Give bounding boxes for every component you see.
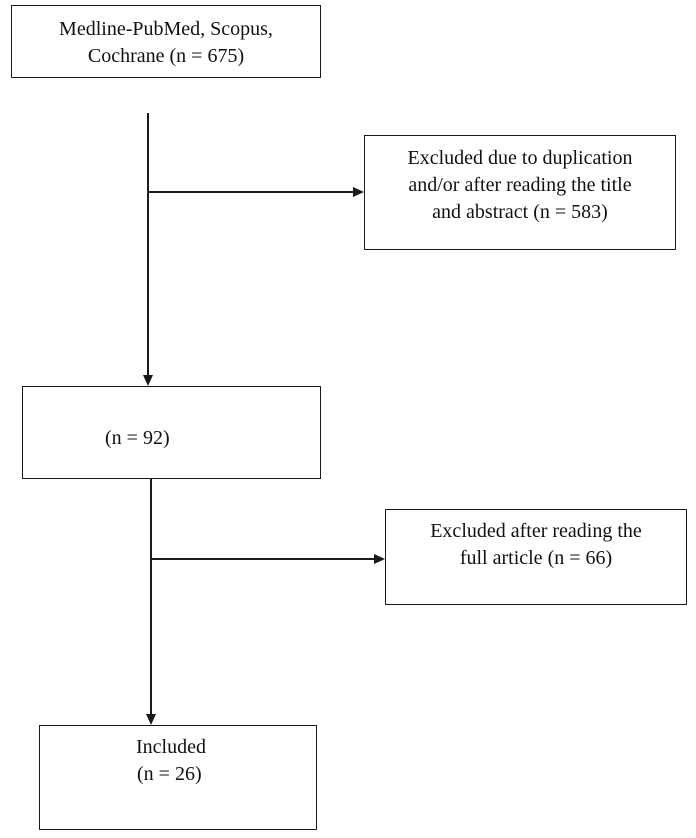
arrow-to-excluded-screening (353, 187, 364, 197)
excluded-screening-line-1: Excluded due to duplication (407, 147, 633, 169)
flow-line-main-lower (150, 479, 152, 714)
excluded-screening-line-2: and/or after reading the title (408, 174, 632, 196)
excluded-full-text-box: Excluded after reading the full article … (385, 509, 687, 605)
sources-box: Medline-PubMed, Scopus, Cochrane (n = 67… (11, 5, 321, 78)
included-box: Included (n = 26) (39, 725, 317, 830)
arrow-to-full-text (143, 375, 153, 386)
excluded-full-text-line-1: Excluded after reading the (430, 520, 642, 542)
flow-line-branch-screening (148, 191, 353, 193)
included-line-2: (n = 26) (137, 763, 202, 785)
excluded-screening-line-3: and abstract (n = 583) (432, 201, 608, 223)
flow-line-branch-full-text (151, 558, 374, 560)
sources-line-1: Medline-PubMed, Scopus, (59, 18, 273, 40)
full-text-box: (n = 92) (22, 386, 321, 479)
arrow-to-excluded-full-text (374, 554, 385, 564)
flow-line-main-upper (147, 113, 149, 376)
full-text-line-1: (n = 92) (105, 427, 170, 449)
excluded-full-text-line-2: full article (n = 66) (459, 547, 613, 569)
sources-line-2: Cochrane (n = 675) (87, 45, 245, 67)
excluded-screening-box: Excluded due to duplication and/or after… (364, 135, 676, 250)
arrow-to-included (146, 714, 156, 725)
included-line-1: Included (136, 736, 206, 758)
